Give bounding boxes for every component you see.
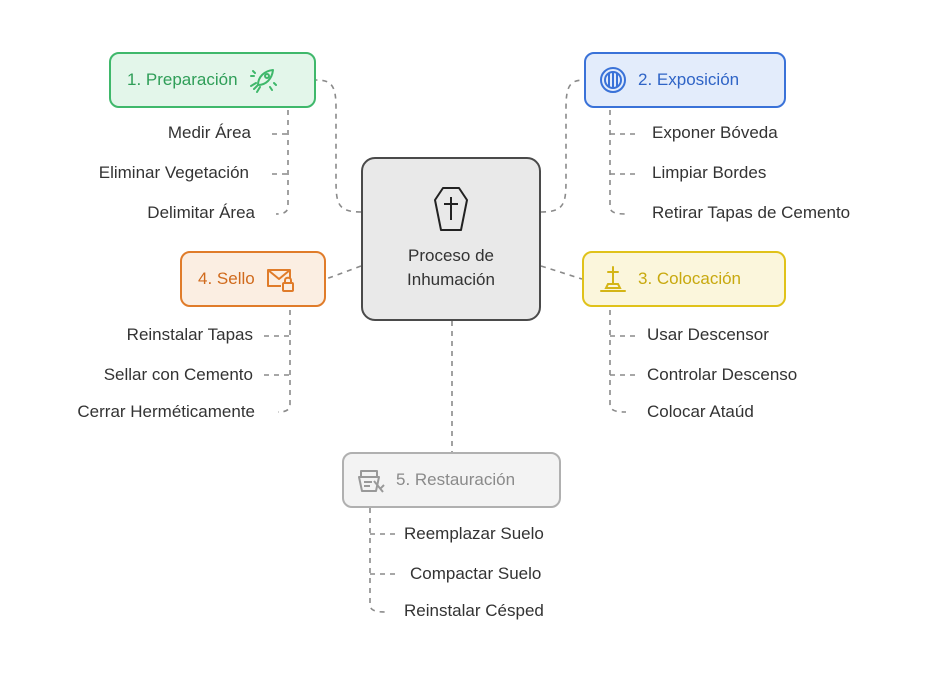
- connector-sello-items: [277, 310, 291, 413]
- connector-exposicion-items: [609, 110, 627, 215]
- branch-sello-label: 4. Sello: [198, 269, 255, 288]
- connector-center-colocacion: [540, 265, 583, 280]
- preparacion-item-3: Delimitar Área: [147, 203, 255, 222]
- branch-colocacion[interactable]: 3. Colocación: [582, 251, 786, 307]
- sello-item-2: Sellar con Cemento: [103, 365, 253, 384]
- branch-preparacion-label: 1. Preparación: [127, 70, 238, 89]
- preparacion-item-1: Medir Área: [167, 123, 251, 142]
- branch-colocacion-label: 3. Colocación: [638, 269, 742, 288]
- connector-preparacion-items: [275, 110, 289, 215]
- rocket-icon: [249, 69, 277, 93]
- branch-exposicion-label: 2. Exposición: [638, 70, 740, 89]
- coffin-icon: [434, 187, 468, 231]
- exposicion-item-2: Limpiar Bordes: [652, 163, 767, 182]
- connector-restauracion-items: [369, 508, 387, 613]
- branch-restauracion[interactable]: 5. Restauración: [342, 452, 561, 508]
- restauracion-item-1: Reemplazar Suelo: [404, 524, 544, 543]
- exposicion-item-3: Retirar Tapas de Cemento: [652, 203, 851, 222]
- branch-exposicion[interactable]: 2. Exposición: [584, 52, 786, 108]
- center-node[interactable]: Proceso de Inhumación: [361, 157, 541, 321]
- colocacion-item-1: Usar Descensor: [647, 325, 769, 344]
- preparacion-item-2: Eliminar Vegetación: [98, 163, 249, 182]
- connector-colocacion-items: [609, 310, 627, 413]
- connector-center-exposicion: [540, 79, 585, 213]
- vault-icon: [600, 67, 626, 93]
- sello-item-1: Reinstalar Tapas: [126, 325, 253, 344]
- connector-center-sello: [325, 265, 362, 280]
- exposicion-item-1: Exponer Bóveda: [652, 123, 778, 142]
- branch-restauracion-label: 5. Restauración: [396, 470, 516, 489]
- branch-sello[interactable]: 4. Sello: [180, 251, 326, 307]
- soil-shovel-icon: [358, 470, 385, 493]
- center-title: Proceso de Inhumación: [407, 246, 495, 289]
- branch-preparacion[interactable]: 1. Preparación: [109, 52, 316, 108]
- sealed-envelope-icon: [266, 269, 294, 292]
- colocacion-item-3: Colocar Ataúd: [647, 402, 754, 421]
- grave-cross-icon: [600, 266, 626, 292]
- sello-item-3: Cerrar Herméticamente: [77, 402, 255, 421]
- colocacion-item-2: Controlar Descenso: [647, 365, 798, 384]
- restauracion-item-3: Reinstalar Césped: [404, 601, 544, 620]
- restauracion-item-2: Compactar Suelo: [410, 564, 542, 583]
- connector-center-preparacion: [315, 79, 362, 213]
